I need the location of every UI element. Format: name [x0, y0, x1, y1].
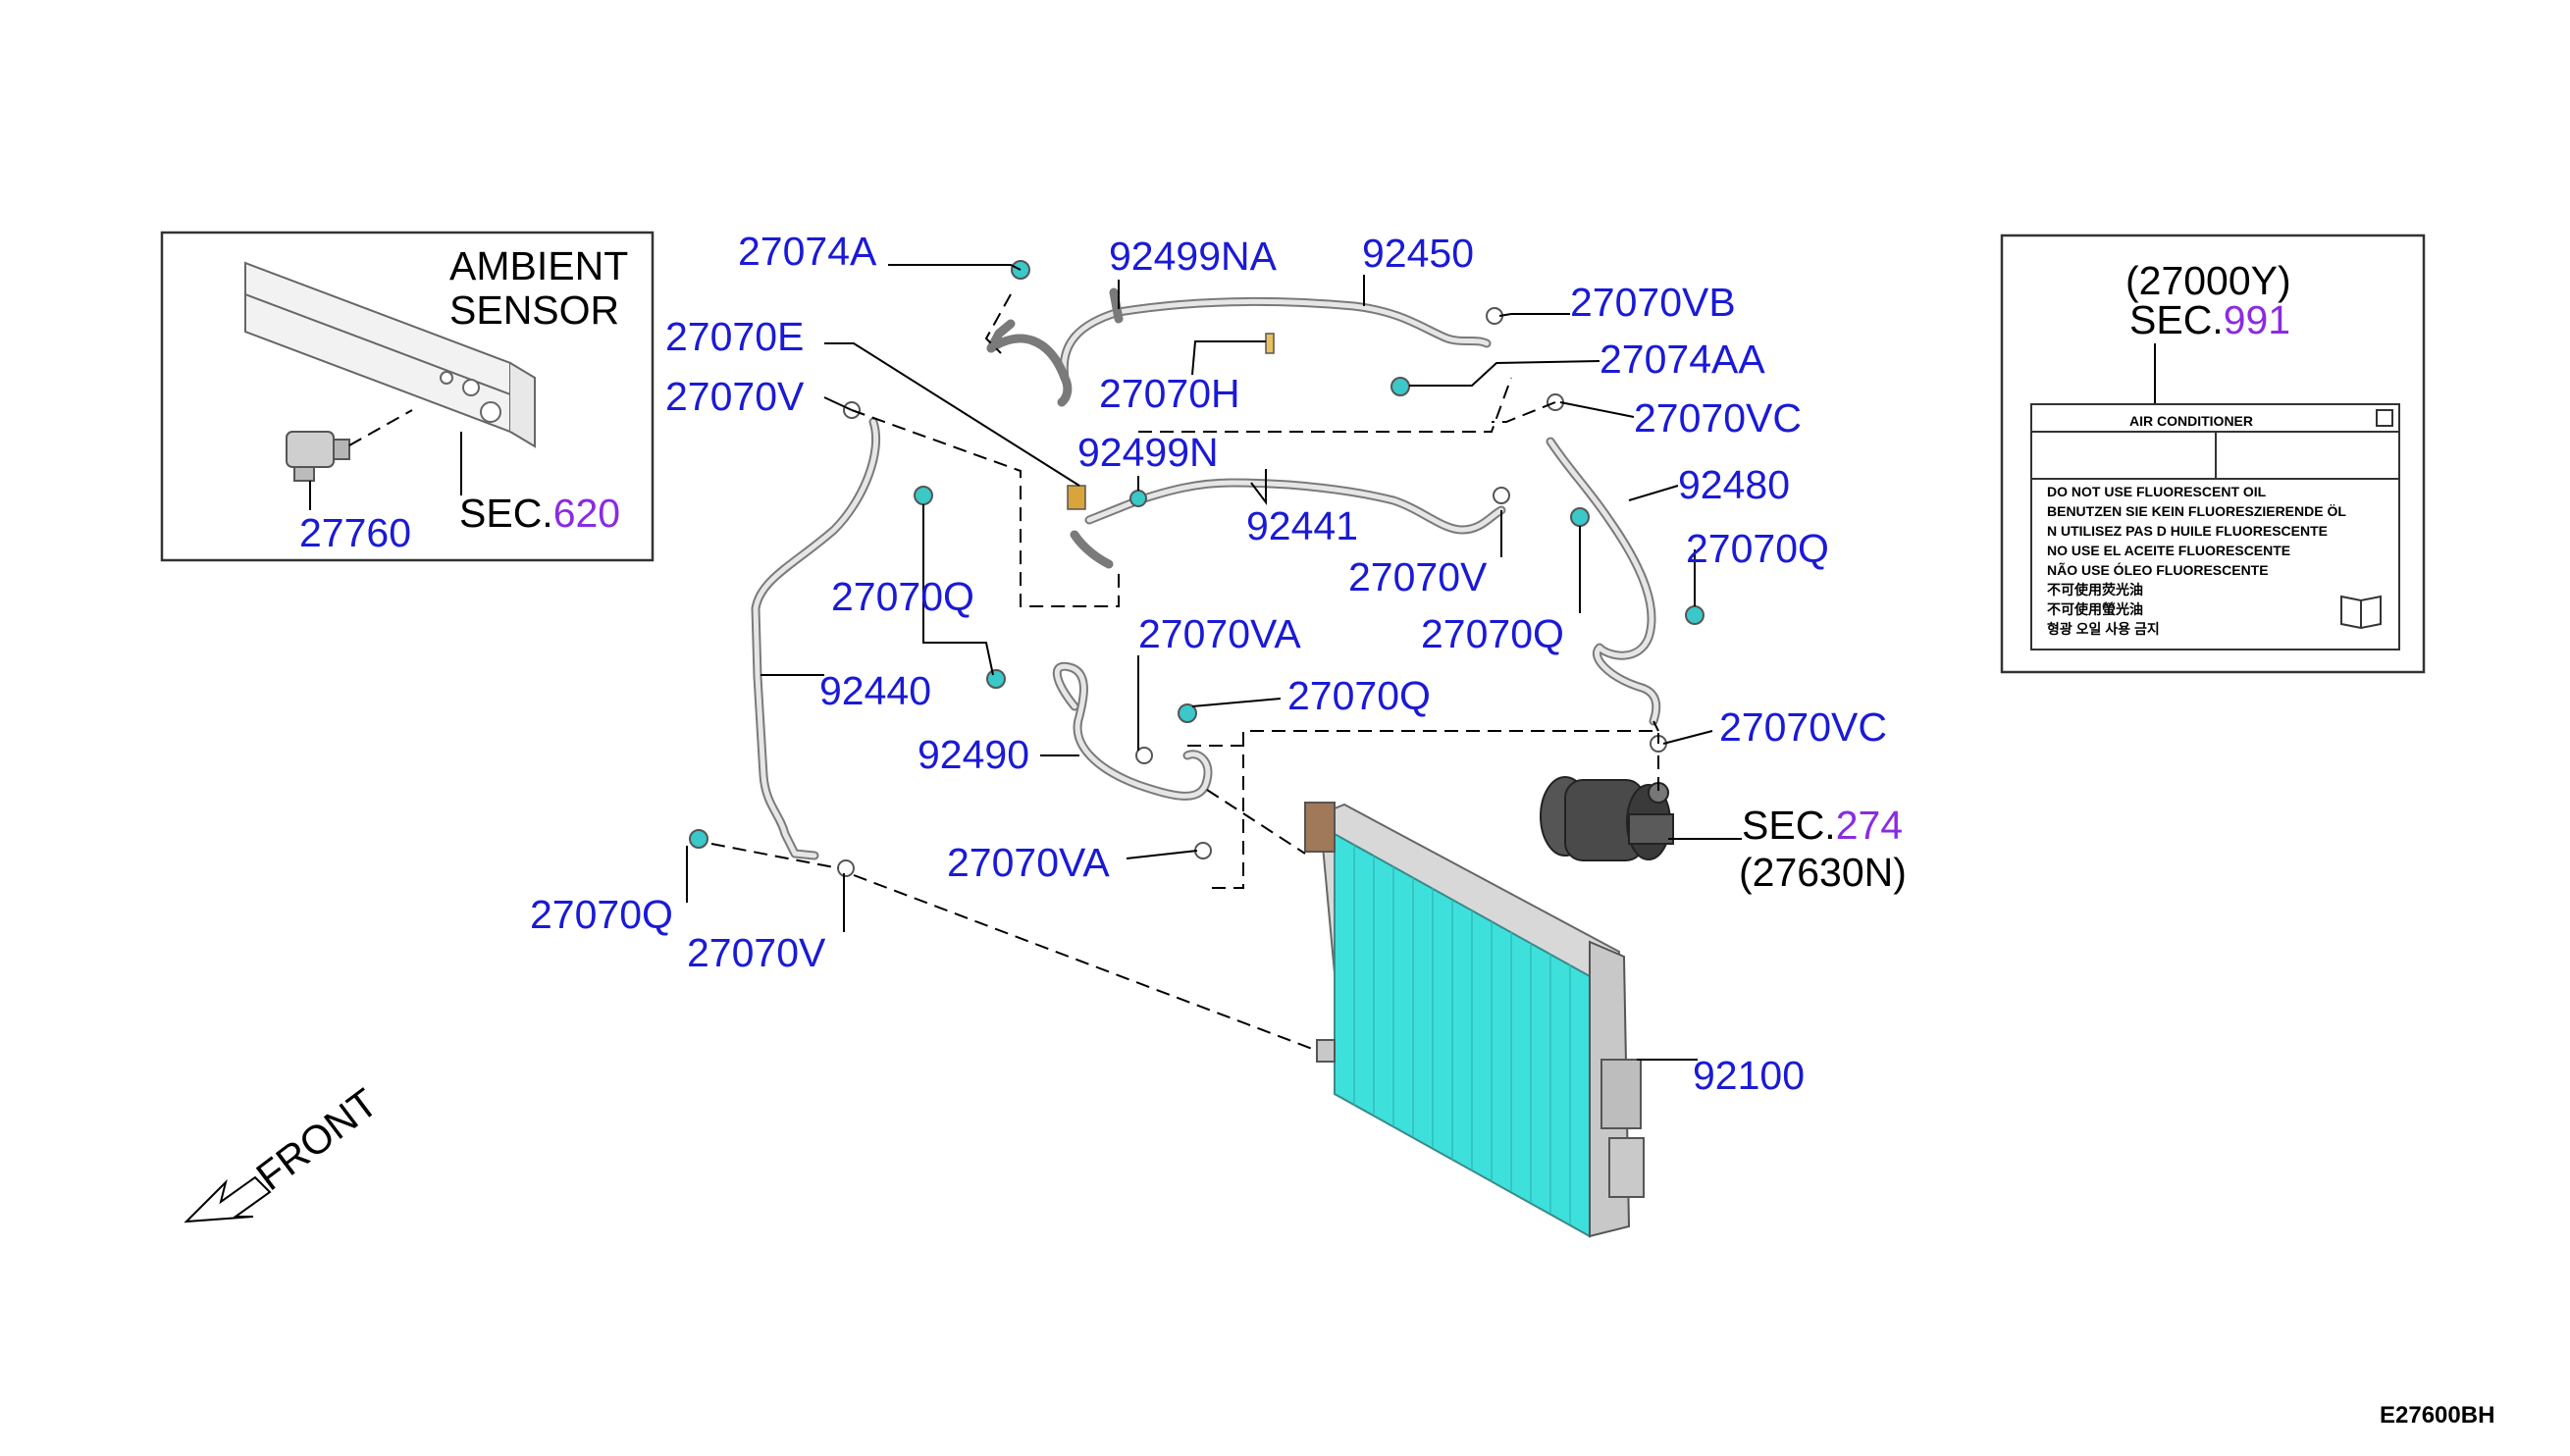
ac-sticker: AIR CONDITIONER DO NOT USE FLUORESCENT O… [2030, 403, 2400, 650]
callout-27070v-mid: 27070V [1348, 554, 1488, 599]
leader-lines [309, 264, 1742, 1061]
callout-92499na: 92499NA [1109, 234, 1278, 279]
callout-27070e: 27070E [665, 314, 804, 359]
hose-92499na [986, 334, 1073, 407]
part-27630n-label: (27630N) [1739, 850, 1907, 895]
callout-27070q-bottom: 27070Q [530, 892, 673, 937]
fitting-27070v-mid-icon [1493, 487, 1510, 504]
callout-27070vc-low: 27070VC [1719, 704, 1887, 750]
callout-labels: 27074A 92499NA 92450 27070VB 27074AA 270… [530, 229, 1887, 1098]
hose-92499n [1070, 530, 1114, 569]
fitting-92499n-icon [1129, 490, 1147, 507]
bumper-beam-illustration [244, 261, 536, 448]
fitting-27070v-low-icon [837, 859, 855, 877]
callout-27070v-bottom: 27070V [687, 930, 826, 975]
inset-ambient-sensor: AMBIENT SENSOR 27760 SEC.620 [160, 231, 655, 562]
sticker-line-2: BENUTZEN SIE KEIN FLUORESZIERENDE ÖL [2047, 503, 2346, 519]
callout-92100: 92100 [1693, 1053, 1805, 1098]
sec-274-label: SEC.274 [1742, 803, 1903, 848]
fitting-27070va-a-icon [1135, 747, 1153, 764]
fitting-27070q-e-icon [1178, 703, 1197, 723]
callout-92450: 92450 [1362, 231, 1474, 276]
callout-27074aa: 27074AA [1600, 337, 1765, 382]
fitting-27070q-c-icon [1685, 605, 1705, 625]
part-27000y-label: (27000Y) [2125, 258, 2291, 303]
fitting-27070q-d-icon [986, 669, 1006, 689]
fitting-27070q-f-icon [689, 829, 708, 849]
fitting-27070va-b-icon [1194, 842, 1212, 859]
sticker-title: AIR CONDITIONER [2129, 413, 2253, 429]
ambient-title-line2: SENSOR [449, 287, 619, 333]
callout-27070q-right: 27070Q [1686, 526, 1829, 571]
sticker-line-8: 형광 오일 사용 금지 [2047, 621, 2160, 637]
ambient-sensor-icon [286, 431, 350, 482]
callout-92440: 92440 [819, 668, 931, 713]
sticker-line-3: N UTILISEZ PAS D HUILE FLUORESCENTE [2047, 523, 2328, 539]
compressor-labels: SEC.274 (27630N) [1739, 803, 1907, 895]
fitting-27070q-a-icon [914, 486, 933, 505]
pipe-assembly [751, 287, 1661, 860]
sticker-line-6: 不可使用荧光油 [2047, 582, 2143, 598]
callout-92480: 92480 [1678, 462, 1790, 507]
sec-991-label: SEC.991 [2129, 297, 2290, 342]
hose-92480 [1546, 437, 1661, 726]
callout-92499n: 92499N [1077, 430, 1219, 475]
fitting-27074aa-icon [1390, 377, 1410, 396]
manual-book-icon [2340, 595, 2382, 630]
callout-27070vc-top: 27070VC [1634, 395, 1802, 441]
ambient-title-line1: AMBIENT [449, 243, 628, 288]
front-arrow: FRONT [184, 1079, 386, 1223]
callout-27070q-mid: 27070Q [1421, 611, 1564, 656]
figure-id: E27600BH [2380, 1402, 2494, 1429]
sticker-line-7: 不可使用螢光油 [2047, 601, 2143, 617]
sticker-line-4: NO USE EL ACEITE FLUORESCENTE [2047, 543, 2290, 558]
fitting-27070q-b-icon [1570, 507, 1590, 527]
callout-27074a: 27074A [738, 229, 877, 274]
callout-27070q-center: 27070Q [1287, 673, 1431, 718]
callout-27070vb: 27070VB [1570, 280, 1736, 325]
callout-92490: 92490 [918, 732, 1029, 777]
callout-27070q-left: 27070Q [831, 574, 974, 619]
fitting-27070h-icon [1265, 333, 1275, 354]
fittings [689, 260, 1705, 877]
sticker-line-5: NÃO USE ÓLEO FLUORESCENTE [2047, 561, 2269, 578]
callout-27070va-lower: 27070VA [947, 840, 1110, 885]
part-27760-label: 27760 [299, 510, 411, 555]
callout-27070h: 27070H [1099, 371, 1240, 416]
condenser-icon [1304, 802, 1645, 1238]
dashed-guides [710, 293, 1659, 1051]
callout-27070va-upper: 27070VA [1138, 611, 1301, 656]
compressor-icon [1540, 776, 1674, 861]
fitting-27070e-icon [1067, 485, 1086, 510]
inset-ac-label: (27000Y) SEC.991 AIR CONDITIONER DO NOT … [2000, 234, 2426, 674]
pipe-92440 [751, 417, 881, 860]
front-label: FRONT [248, 1079, 386, 1199]
sticker-line-1: DO NOT USE FLUORESCENT OIL [2047, 484, 2267, 499]
sec-620-label: SEC.620 [459, 491, 620, 536]
callout-27070v-top: 27070V [665, 374, 805, 419]
callout-92441: 92441 [1246, 503, 1358, 548]
